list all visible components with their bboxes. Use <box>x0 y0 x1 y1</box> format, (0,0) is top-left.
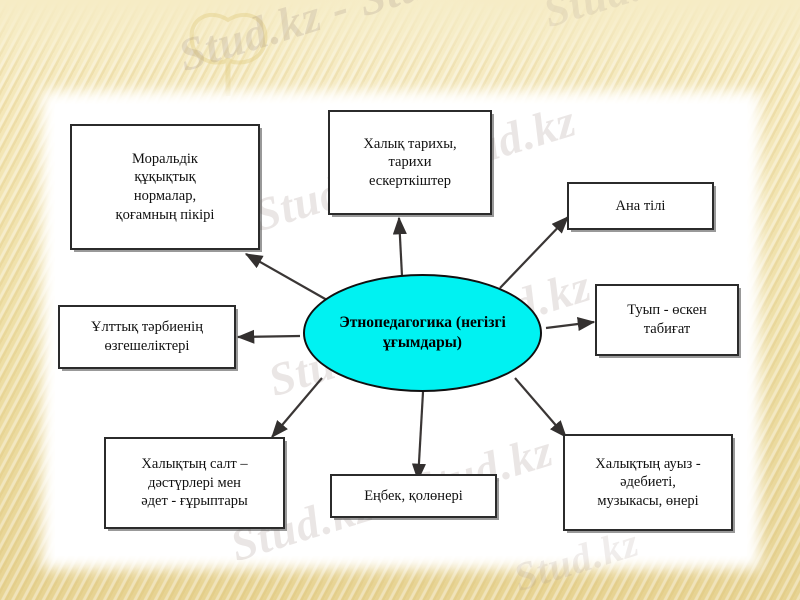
arrow-to-labor <box>411 391 426 482</box>
node-line: табиғат <box>643 321 691 337</box>
node-line: Халықтың ауыз - <box>595 455 701 472</box>
node-line: Ана тілі <box>615 197 666 214</box>
node-line: Ұлттық тәрбиенің <box>91 319 203 336</box>
node-native-language[interactable]: Ана тілі <box>567 182 714 230</box>
node-line: ескерткіштер <box>368 172 451 189</box>
node-line: Туып - өскен <box>627 302 707 319</box>
arrow-to-language <box>499 216 569 289</box>
node-moral-legal-norms[interactable]: Моральдік құқықтық нормалар, қоғамның пі… <box>70 124 260 250</box>
node-line: Моральдік <box>132 150 198 167</box>
arrow-to-upbringing <box>236 329 301 344</box>
center-node-line: Этнопедагогика <box>339 313 453 331</box>
node-folk-history[interactable]: Халық тарихы, тарихи ескерткіштер <box>328 110 492 215</box>
arrow-to-customs <box>271 377 323 439</box>
node-line: музыкасы, өнері <box>597 492 699 509</box>
arrow-to-moral <box>244 253 328 301</box>
node-line: нормалар, <box>133 188 197 204</box>
node-line: Еңбек, қолөнері <box>364 487 463 504</box>
center-node-line: ұғымдары) <box>383 334 462 351</box>
node-national-upbringing[interactable]: Ұлттық тәрбиенің өзгешеліктері <box>58 305 236 369</box>
node-native-nature[interactable]: Туып - өскен табиғат <box>595 284 739 356</box>
node-labor-crafts[interactable]: Еңбек, қолөнері <box>330 474 497 518</box>
node-oral-literature[interactable]: Халықтың ауыз - әдебиеті, музыкасы, өнер… <box>563 434 733 531</box>
node-line: Халық тарихы, <box>363 135 457 152</box>
center-node-ethnopedagogy[interactable]: Этнопедагогика (негізгі ұғымдары) <box>303 274 542 392</box>
node-line: өзгешеліктері <box>104 338 190 354</box>
node-line: әдебиеті, <box>620 474 676 491</box>
center-node-line: (негізгі <box>455 313 506 331</box>
node-line: әдет - ғұрыптары <box>141 493 248 510</box>
node-line: Халықтың салт – <box>141 456 248 473</box>
node-customs-traditions[interactable]: Халықтың салт – дәстүрлері мен әдет - ғұ… <box>104 437 285 529</box>
background-top-fade <box>0 0 800 70</box>
node-line: қоғамның пікірі <box>115 206 215 223</box>
arrow-to-folklore <box>514 377 567 438</box>
node-line: дәстүрлері мен <box>148 474 241 491</box>
arrow-to-history <box>392 216 407 277</box>
arrow-to-nature <box>545 317 596 332</box>
node-line: тарихи <box>388 154 432 171</box>
node-line: құқықтық <box>134 169 196 186</box>
